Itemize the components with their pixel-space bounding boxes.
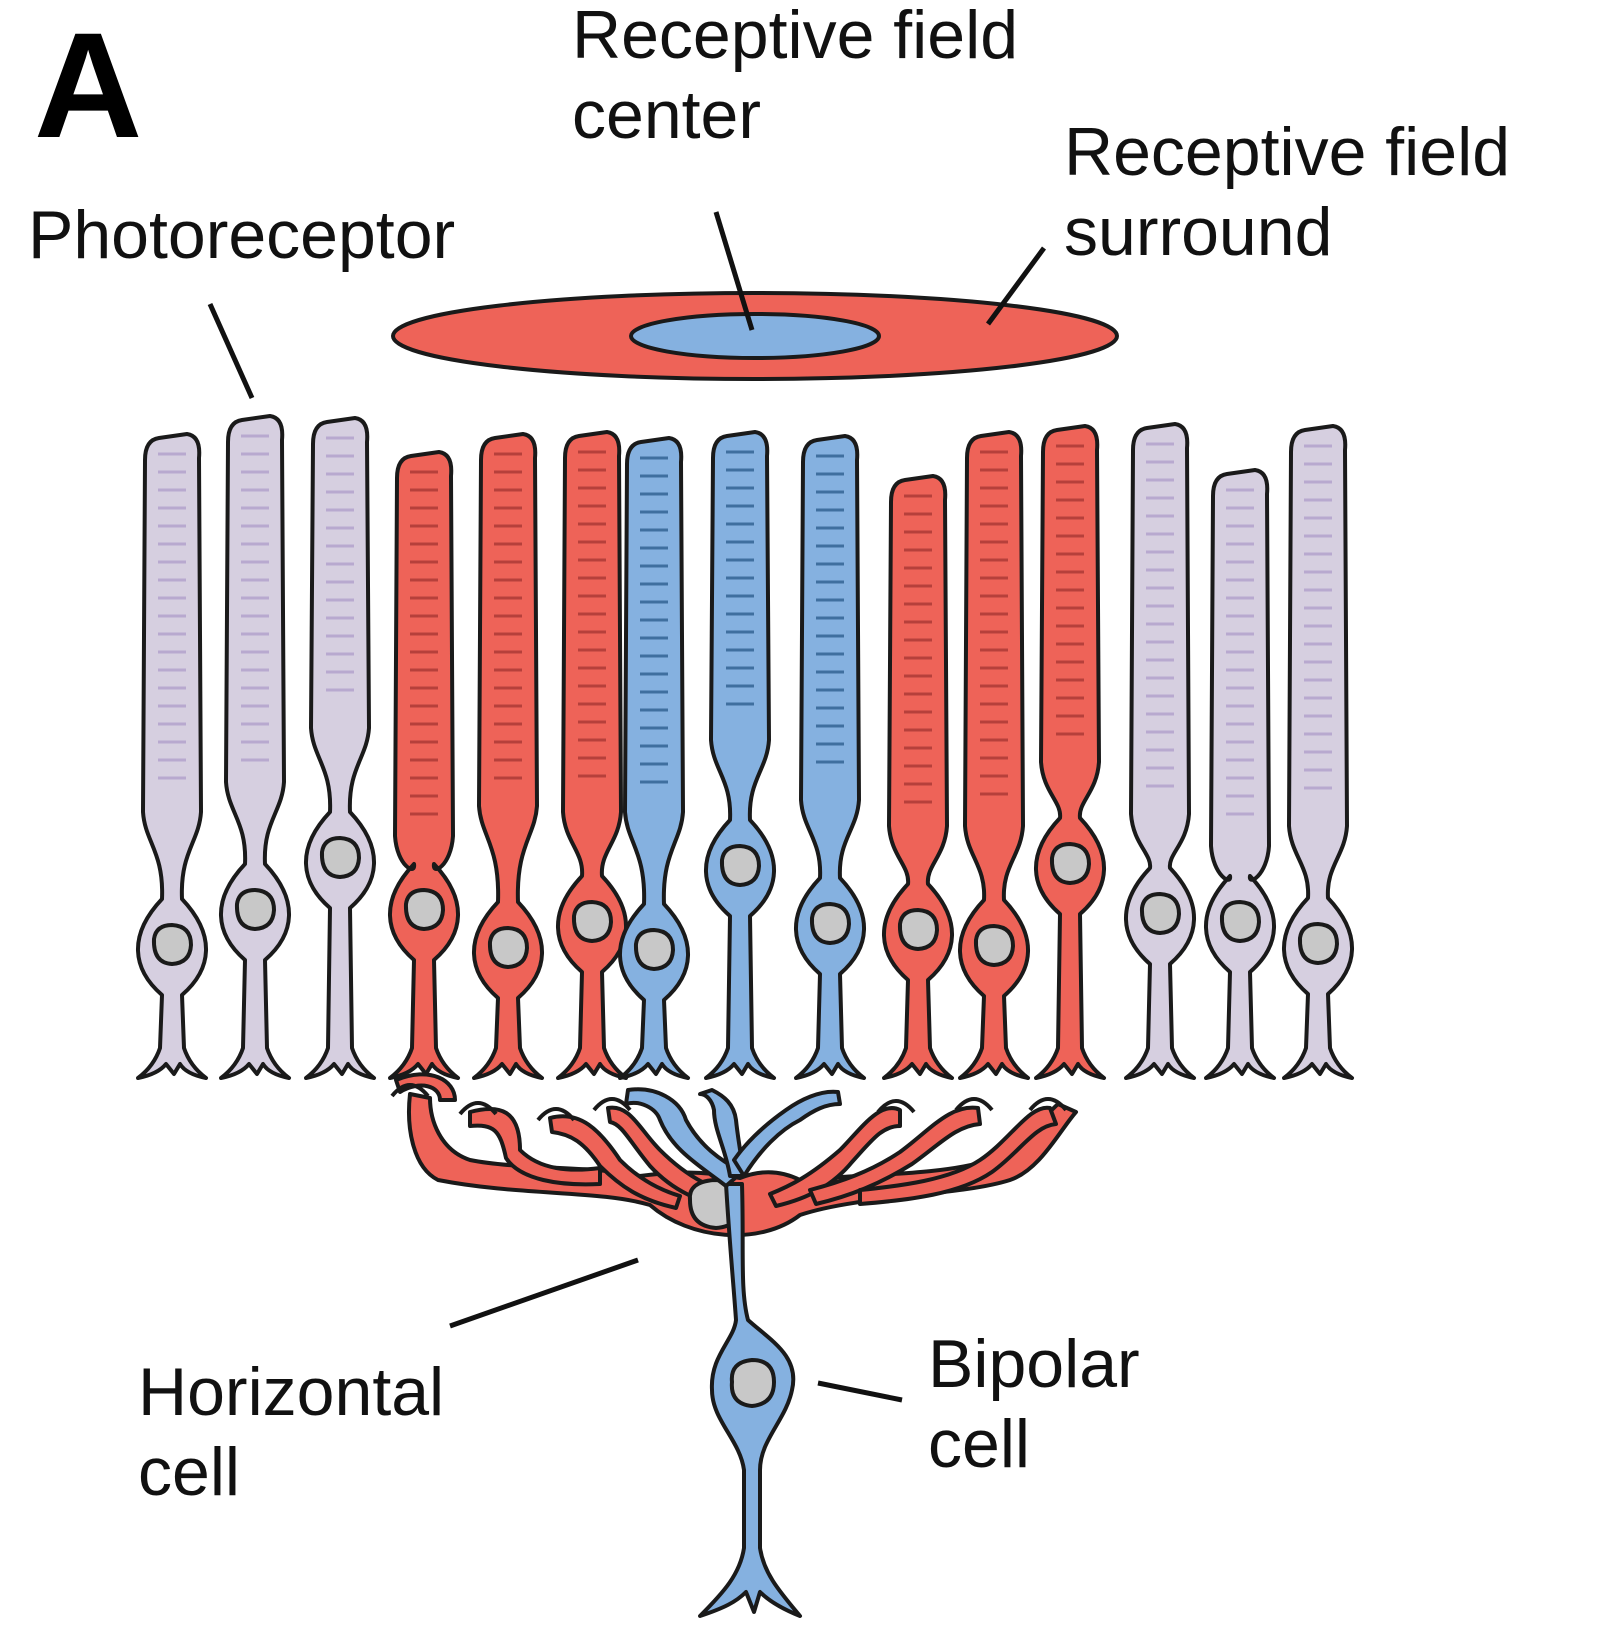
horizontal-cell-tip xyxy=(592,1097,632,1112)
photoreceptor-body xyxy=(219,414,291,1080)
bipolar-cell-dendrite xyxy=(624,1087,744,1188)
horizontal-cell-dendrite xyxy=(548,1114,682,1210)
photoreceptor-neutral-2 xyxy=(219,414,291,1080)
photoreceptor-nucleus xyxy=(151,922,194,967)
horizontal-cell-dendrite xyxy=(394,1072,457,1102)
photoreceptor-body xyxy=(882,474,954,1080)
photoreceptor-neutral-1 xyxy=(136,432,208,1080)
label-photoreceptor: Photoreceptor xyxy=(28,197,456,273)
photoreceptor-body xyxy=(556,430,628,1080)
panel-label: A xyxy=(34,1,143,169)
photoreceptor-nucleus xyxy=(319,835,362,880)
photoreceptor-body xyxy=(794,434,866,1080)
photoreceptor-center-7 xyxy=(618,436,690,1080)
horizontal-cell-dendrite xyxy=(858,1105,1058,1206)
photoreceptor-body xyxy=(1034,424,1106,1080)
photoreceptor-nucleus xyxy=(973,923,1016,968)
leader-bipolar xyxy=(817,1380,903,1403)
photoreceptor-neutral-15 xyxy=(1282,424,1354,1080)
photoreceptor-nucleus xyxy=(234,887,277,932)
horizontal-cell-dendrite xyxy=(468,1107,602,1187)
label-rf-surround-line2: surround xyxy=(1064,194,1333,270)
photoreceptor-nucleus xyxy=(897,907,940,952)
photoreceptor-neutral-14 xyxy=(1204,468,1276,1080)
leader-rf-surround xyxy=(985,246,1047,326)
photoreceptor-nucleus xyxy=(809,901,852,946)
bipolar-cell-dendrite xyxy=(732,1089,842,1178)
horizontal-cell-tip xyxy=(1028,1097,1068,1112)
horizontal-cell-tip xyxy=(458,1101,498,1116)
photoreceptor-nucleus xyxy=(633,927,676,972)
label-rf-center-line2: center xyxy=(572,77,761,153)
photoreceptor-nucleus xyxy=(1049,841,1092,886)
photoreceptor-body xyxy=(704,430,776,1080)
photoreceptor-neutral-13 xyxy=(1124,422,1196,1080)
photoreceptor-nucleus xyxy=(1139,891,1182,936)
photoreceptor-surround-5 xyxy=(472,432,544,1080)
photoreceptor-body xyxy=(388,450,460,1080)
horizontal-cell-dendrite xyxy=(768,1106,902,1208)
horizontal-cell-tip xyxy=(390,1083,430,1098)
photoreceptor-nucleus xyxy=(487,925,530,970)
label-rf-surround-line1: Receptive field xyxy=(1064,114,1511,190)
photoreceptor-center-8 xyxy=(704,430,776,1080)
horizontal-cell-tip xyxy=(536,1107,576,1122)
label-bipolar-line1: Bipolar xyxy=(928,1326,1140,1402)
bipolar-cell-dendrite xyxy=(698,1088,746,1178)
photoreceptor-body xyxy=(304,416,376,1080)
horizontal-cell-tip xyxy=(876,1099,916,1114)
receptive-field-center-ellipse xyxy=(629,312,881,360)
bipolar-cell-nucleus xyxy=(729,1357,777,1409)
photoreceptor-surround-10 xyxy=(882,474,954,1080)
leader-photoreceptor xyxy=(207,302,255,400)
photoreceptor-body xyxy=(958,430,1030,1080)
photoreceptor-neutral-3 xyxy=(304,416,376,1080)
photoreceptor-nucleus xyxy=(719,843,762,888)
photoreceptor-row xyxy=(136,414,1354,1080)
horizontal-cell-dendrite xyxy=(808,1105,982,1206)
photoreceptor-surround-12 xyxy=(1034,424,1106,1080)
label-horizontal-line2: cell xyxy=(138,1434,241,1510)
photoreceptor-body xyxy=(472,432,544,1080)
photoreceptor-surround-4 xyxy=(388,450,460,1080)
photoreceptor-surround-11 xyxy=(958,430,1030,1080)
photoreceptor-nucleus xyxy=(1219,899,1262,944)
photoreceptor-surround-6 xyxy=(556,430,628,1080)
horizontal-cell-tip xyxy=(954,1097,994,1112)
photoreceptor-nucleus xyxy=(571,899,614,944)
leader-horizontal xyxy=(449,1257,639,1329)
photoreceptor-body xyxy=(136,432,208,1080)
bipolar-cell xyxy=(624,1087,842,1618)
photoreceptor-nucleus xyxy=(1297,921,1340,966)
photoreceptor-center-9 xyxy=(794,434,866,1080)
photoreceptor-body xyxy=(618,436,690,1080)
photoreceptor-nucleus xyxy=(403,887,446,932)
label-bipolar-line2: cell xyxy=(928,1406,1031,1482)
leader-rf-center xyxy=(713,211,755,331)
label-horizontal-line1: Horizontal xyxy=(138,1354,445,1430)
label-rf-center-line1: Receptive field xyxy=(572,0,1019,73)
